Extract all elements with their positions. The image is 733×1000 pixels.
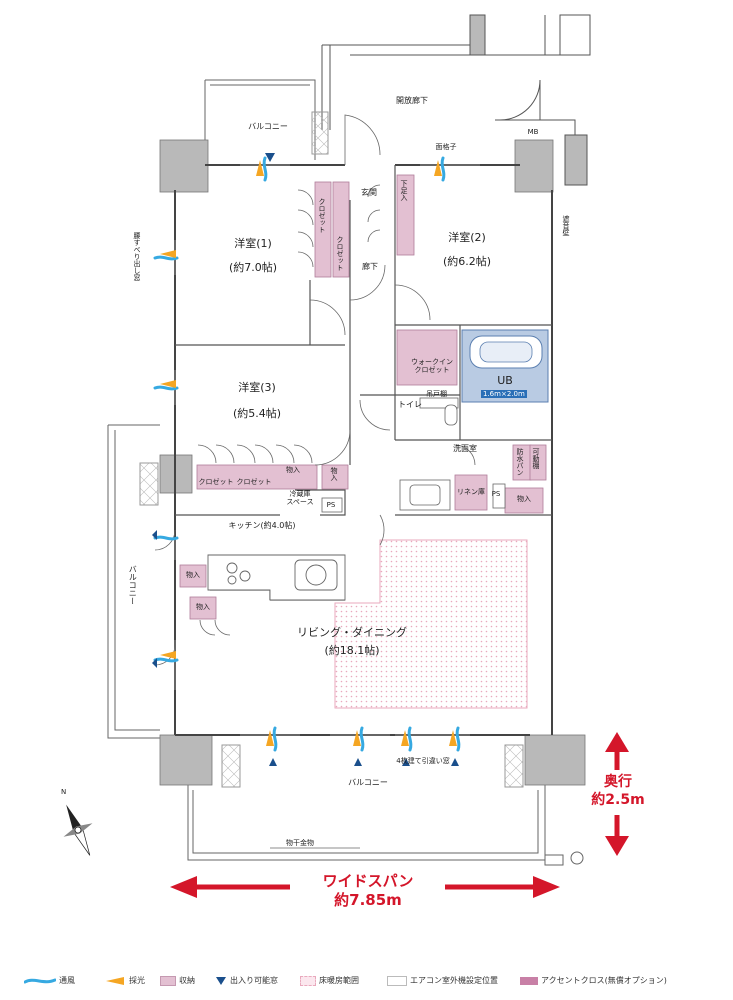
ub-label: UB xyxy=(497,374,513,387)
linen-shelf-label: リネン庫 xyxy=(457,488,485,496)
ventilation-swatch-icon xyxy=(24,978,56,983)
western1-name: 洋室(1) xyxy=(234,237,272,250)
western3-name: 洋室(3) xyxy=(238,381,276,394)
legend-ac-unit: エアコン室外機設定位置 xyxy=(387,975,498,986)
clothes-rack-label: 物干金物 xyxy=(286,839,314,847)
open-corridor-label: 開放廊下 xyxy=(396,96,428,105)
balcony-top-label: バルコニー xyxy=(248,122,288,131)
western2-name: 洋室(2) xyxy=(448,231,486,244)
legend-accent-cloth: アクセントクロス(無償オプション) xyxy=(520,975,667,986)
shoe-storage-label: 下足入 xyxy=(400,180,409,201)
floor-heating-swatch-icon xyxy=(300,975,316,986)
balcony-left-label: バルコニー xyxy=(128,565,138,605)
depth-label: 奥行 xyxy=(604,774,632,790)
slip-window-label: 腰すべり出し窓 xyxy=(133,232,142,281)
bottom-balcony xyxy=(187,744,584,866)
kitchen-counter xyxy=(207,554,346,601)
ps-label-2: PS xyxy=(326,501,336,509)
depth-value: 約2.5m xyxy=(591,792,645,808)
ps-label-1: PS xyxy=(491,490,501,498)
closet-d-label: クロゼット xyxy=(236,478,272,486)
floor-heating-area xyxy=(334,539,528,709)
compass-icon xyxy=(63,804,93,856)
waterproof-pan-label: 防水パン xyxy=(516,448,525,476)
storage-label-2: 物入 xyxy=(286,466,300,474)
columns xyxy=(159,139,586,786)
face-grille-label: 面格子 xyxy=(435,143,457,151)
legend-storage: 収納 xyxy=(160,975,195,986)
access-window-swatch-icon xyxy=(216,976,226,985)
balcony-bottom-label: バルコニー xyxy=(348,778,388,787)
fixtures xyxy=(321,397,506,513)
legend-access-window: 出入り可能窓 xyxy=(215,975,278,986)
western3-size: (約5.4帖) xyxy=(232,407,282,420)
kitchen-label: キッチン(約4.0帖) xyxy=(228,521,296,530)
unit-bath xyxy=(461,329,549,403)
access-markers xyxy=(152,153,459,766)
mb-label: MB xyxy=(527,128,539,136)
span-value: 約7.85m xyxy=(334,891,402,909)
sliding-window-label: 4枚建て引違い窓 xyxy=(396,757,450,765)
storage-label-5: 物入 xyxy=(196,603,210,611)
daylight-swatch-icon xyxy=(106,976,124,985)
fridge-space-label: 冷蔵庫 スペース xyxy=(286,490,314,507)
span-label: ワイドスパン xyxy=(322,872,414,890)
upper-corridor-structure xyxy=(321,14,591,186)
western2-size: (約6.2帖) xyxy=(442,255,492,268)
washroom-label: 洗面室 xyxy=(453,444,477,453)
soundproof-wall-label: 遮音壁 xyxy=(562,215,571,236)
closet-b-label: クロゼット xyxy=(336,236,345,271)
ac-unit-swatch-icon xyxy=(387,975,407,986)
living-size: (約18.1帖) xyxy=(324,644,380,657)
legend-daylight: 採光 xyxy=(104,975,145,986)
storage-label-1: 物入 xyxy=(517,495,531,503)
accent-cloth-swatch-icon xyxy=(520,976,538,985)
doors xyxy=(154,114,476,666)
dimension-arrows xyxy=(170,732,629,898)
living-name: リビング・ダイニング xyxy=(297,626,407,639)
compass-north-label: N xyxy=(61,788,67,796)
hanging-shelf-label: 吊戸棚 xyxy=(426,390,447,398)
closet-c-label: クロゼット xyxy=(198,478,234,486)
legend: 通風 採光 収納 出入り可能窓 床暖房範囲 エアコン室外機設定位置 アクセントク… xyxy=(0,968,733,994)
storage-swatch-icon xyxy=(160,975,176,986)
storage-blocks xyxy=(179,174,547,620)
closet-a-label: クロゼット xyxy=(318,198,327,233)
left-balcony xyxy=(107,424,160,739)
ub-size-label: 1.6m×2.0m xyxy=(481,390,527,398)
western1-size: (約7.0帖) xyxy=(228,261,278,274)
top-balcony xyxy=(204,79,329,160)
walkin-closet-label: ウォークイン クロゼット xyxy=(411,358,453,375)
storage-label-4: 物入 xyxy=(186,571,200,579)
movable-shelf-label: 可動棚 xyxy=(532,448,541,469)
hallway-label: 廊下 xyxy=(362,262,378,271)
toilet-label: トイレ xyxy=(398,400,422,409)
entrance-label: 玄関 xyxy=(361,188,377,197)
legend-ventilation: 通風 xyxy=(24,975,75,986)
daylight-markers xyxy=(160,160,457,746)
storage-label-3: 物入 xyxy=(330,467,339,481)
legend-floor-heating: 床暖房範囲 xyxy=(300,975,359,986)
